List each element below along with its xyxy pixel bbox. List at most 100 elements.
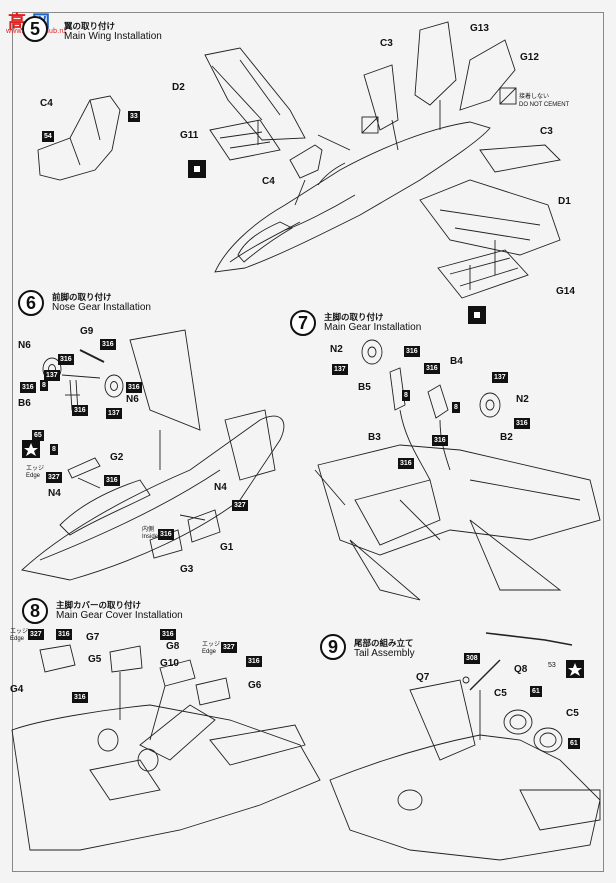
step-number-9: 9 [320, 634, 346, 660]
part-label-g9: G9 [80, 326, 94, 337]
color-tag: 8 [50, 444, 58, 455]
part-label-c3-right: C3 [540, 126, 553, 137]
part-label-g8: G8 [166, 641, 180, 652]
part-label-b6: B6 [18, 398, 31, 409]
color-tag: 316 [72, 692, 88, 703]
part-label-c5-right: C5 [566, 708, 579, 719]
step-8-title-en: Main Gear Cover Installation [56, 610, 183, 621]
part-label-g1: G1 [220, 542, 234, 553]
color-tag: 316 [126, 382, 142, 393]
inside-note-en: Inside [142, 534, 159, 540]
color-tag: 316 [404, 346, 420, 357]
part-label-c5: C5 [494, 688, 507, 699]
edge-note-jp: エッジ [26, 466, 45, 472]
color-tag: 316 [104, 475, 120, 486]
step-7-title-en: Main Gear Installation [324, 322, 422, 333]
color-tag: 327 [46, 472, 62, 483]
color-tag: 316 [158, 529, 174, 540]
no-cement-note-jp: 接着しない [519, 94, 550, 100]
part-label-b4: B4 [450, 356, 463, 367]
color-tag: 316 [72, 405, 88, 416]
color-tag: 137 [332, 364, 348, 375]
color-tag: 137 [44, 370, 60, 381]
part-label-c3: C3 [380, 38, 393, 49]
main-gear-drawing [314, 339, 601, 601]
step-8-title-jp: 主脚カバーの取り付け [56, 600, 142, 610]
step-7-title-jp: 主脚の取り付け [324, 312, 384, 322]
color-tag: 327 [28, 629, 44, 640]
part-label-n4: N4 [48, 488, 61, 499]
step-9-title-en: Tail Assembly [354, 648, 415, 659]
part-label-g13: G13 [470, 23, 489, 34]
color-tag: 316 [58, 354, 74, 365]
step-6-title-jp: 前脚の取り付け [52, 292, 112, 302]
color-tag: 316 [398, 458, 414, 469]
part-label-d2: D2 [172, 82, 185, 93]
part-label-g14: G14 [556, 286, 575, 297]
color-tag: 61 [530, 686, 542, 697]
part-label-g4: G4 [10, 684, 24, 695]
tail-assembly-drawing [329, 632, 601, 861]
color-tag: 316 [424, 363, 440, 374]
step-number-5: 5 [22, 16, 48, 42]
part-label-c4-intake: C4 [262, 176, 275, 187]
color-tag: 316 [100, 339, 116, 350]
step-5-title-jp: 翼の取り付け [64, 21, 116, 31]
page-border [12, 12, 604, 872]
part-label-g6: G6 [248, 680, 262, 691]
part-label-g7: G7 [86, 632, 100, 643]
part-label-g10: G10 [160, 658, 179, 669]
part-label-n6: N6 [18, 340, 31, 351]
logo-mark-left: 高 [8, 12, 26, 33]
step-9-title-jp: 尾部の組み立て [354, 638, 414, 648]
color-tag: 316 [160, 629, 176, 640]
wing-installation-drawing [37, 21, 561, 299]
part-label-d1: D1 [558, 196, 571, 207]
color-tag: 33 [128, 111, 140, 122]
part-label-n2: N2 [330, 344, 343, 355]
part-label-q8: Q8 [514, 664, 528, 675]
color-tag: 61 [568, 738, 580, 749]
part-label-g11: G11 [180, 130, 199, 141]
color-tag: 316 [514, 418, 530, 429]
part-label-n6-right: N6 [126, 394, 139, 405]
step-6-title-en: Nose Gear Installation [52, 302, 151, 313]
color-tag: 137 [106, 408, 122, 419]
color-tag: 316 [246, 656, 262, 667]
color-tag: 316 [20, 382, 36, 393]
step-number-8: 8 [22, 598, 48, 624]
no-cement-note-en: DO NOT CEMENT [519, 102, 570, 108]
part-number-53: 53 [548, 662, 556, 669]
color-tag: 8 [40, 380, 48, 391]
edge-note-en: Edge [10, 636, 25, 642]
color-tag: 54 [42, 131, 54, 142]
color-tag: 8 [452, 402, 460, 413]
part-label-q7: Q7 [416, 672, 430, 683]
color-tag: 316 [432, 435, 448, 446]
part-label-b3: B3 [368, 432, 381, 443]
part-label-n2-right: N2 [516, 394, 529, 405]
part-label-g5: G5 [88, 654, 102, 665]
gear-cover-drawing [11, 644, 321, 851]
step-number-7: 7 [290, 310, 316, 336]
color-tag: 8 [402, 390, 410, 401]
part-label-b2: B2 [500, 432, 513, 443]
color-tag: 327 [232, 500, 248, 511]
step-5-title-en: Main Wing Installation [64, 31, 162, 42]
edge-note-en: Edge [202, 649, 217, 655]
part-label-g2: G2 [110, 452, 124, 463]
edge-note-jp: エッジ [202, 642, 221, 648]
part-label-g12: G12 [520, 52, 539, 63]
color-tag: 327 [221, 642, 237, 653]
part-label-g3: G3 [180, 564, 194, 575]
edge-note-en: Edge [26, 473, 41, 479]
color-tag: 308 [464, 653, 480, 664]
part-label-c4-seat: C4 [40, 98, 53, 109]
step-number-6: 6 [18, 290, 44, 316]
color-tag: 65 [32, 430, 44, 441]
color-tag: 137 [492, 372, 508, 383]
part-label-n4-right: N4 [214, 482, 227, 493]
inside-note-jp: 内側 [142, 527, 155, 533]
nose-gear-drawing [21, 329, 285, 581]
